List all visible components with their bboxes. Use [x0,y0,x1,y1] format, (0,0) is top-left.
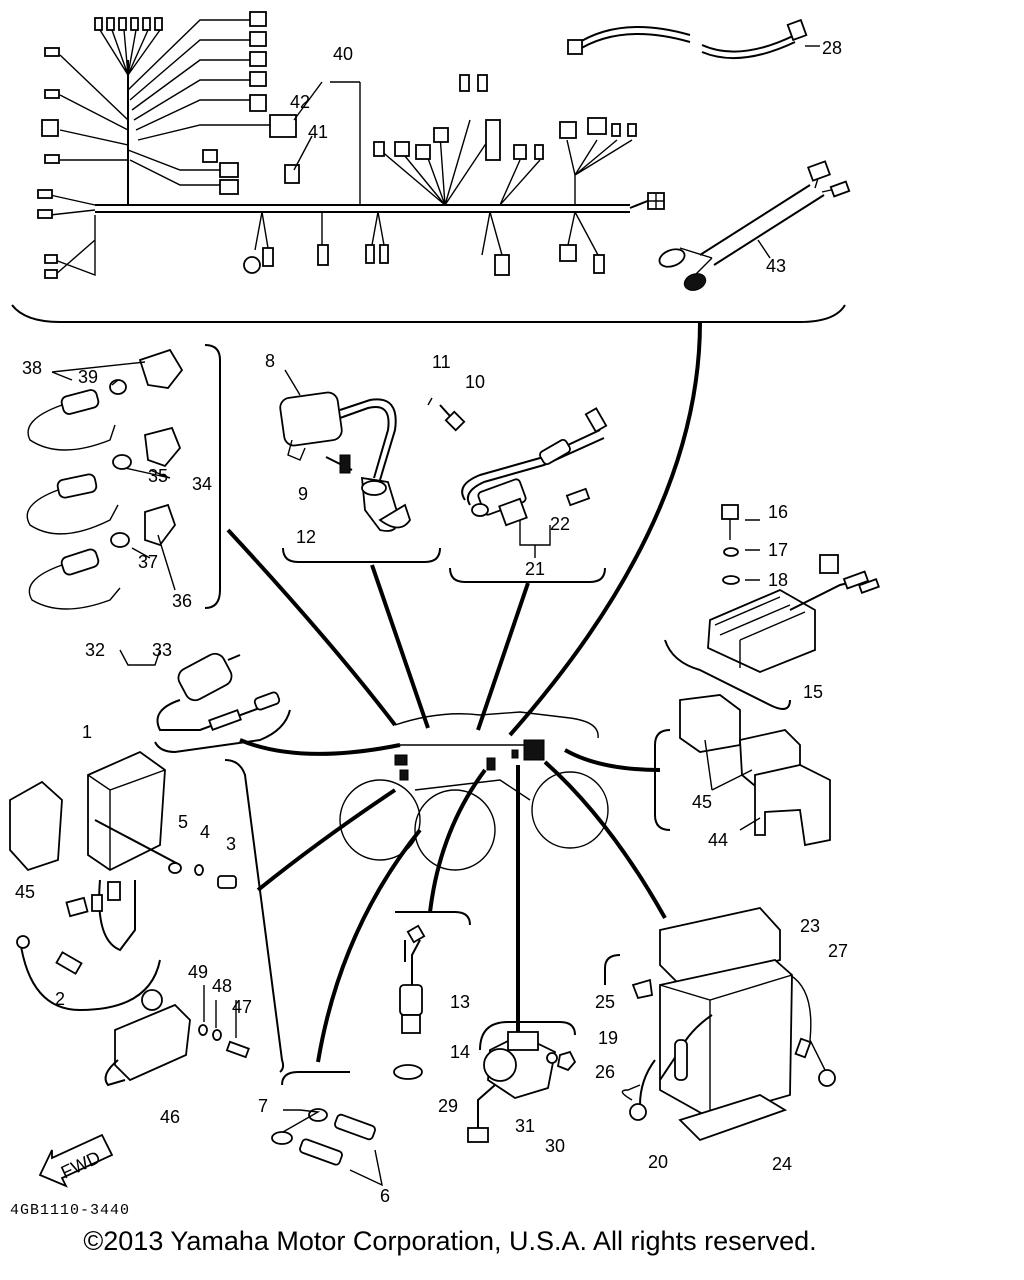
callout-44: 44 [708,830,728,850]
callout-43: 43 [766,256,786,276]
callout-23: 23 [800,916,820,936]
callout-9: 9 [298,484,308,504]
callout-8: 8 [265,351,275,371]
callout-10: 10 [465,372,485,392]
callout-2: 2 [55,989,65,1009]
callout-39: 39 [78,367,98,387]
callout-41: 41 [308,122,328,142]
callout-47: 47 [232,997,252,1017]
leader-lines [226,321,702,1063]
unit-32-33-panel [119,649,291,754]
callout-6: 6 [380,1186,390,1206]
callout-49: 49 [188,962,208,982]
starter-relay-panel [467,1021,577,1143]
callout-33: 33 [152,640,172,660]
callout-36: 36 [172,591,192,611]
callout-17: 17 [768,540,788,560]
harness-connectors-center [373,74,637,161]
callout-45-left: 45 [15,882,35,902]
callout-42: 42 [290,92,310,112]
callout-38: 38 [22,358,42,378]
copyright-notice: ©2013 Yamaha Motor Corporation, U.S.A. A… [83,1226,817,1256]
callout-5: 5 [178,812,188,832]
cable-43 [658,160,851,291]
callout-4: 4 [200,822,210,842]
callout-35: 35 [148,466,168,486]
callout-15: 15 [803,682,823,702]
callout-40: 40 [333,44,353,64]
callout-16: 16 [768,502,788,522]
relay-panel [449,407,608,583]
ignition-coil-panel [279,369,466,563]
callout-46: 46 [160,1107,180,1127]
diagram-code: 4GB1110-3440 [10,1202,130,1219]
sensor-6-7-panel [271,1071,383,1187]
callout-22: 22 [550,514,570,534]
callout-11: 11 [432,352,451,372]
sensor-group-panel [26,344,221,610]
callout-12: 12 [296,527,316,547]
wire-harness-assembly [37,11,665,279]
callout-18: 18 [768,570,788,590]
callout-24: 24 [772,1154,792,1174]
callout-27: 27 [828,941,848,961]
callout-13: 13 [450,992,470,1012]
callout-30: 30 [545,1136,565,1156]
callout-19: 19 [598,1028,618,1048]
cover-group-right [654,694,831,847]
callout-14: 14 [450,1042,470,1062]
callout-20: 20 [648,1152,668,1172]
callout-37: 37 [138,552,158,572]
callout-28: 28 [822,38,842,58]
rectifier-panel [664,504,880,710]
callout-7: 7 [258,1096,268,1116]
battery-panel [604,907,836,1142]
callout-48: 48 [212,976,232,996]
callout-29: 29 [438,1096,458,1116]
callout-32: 32 [85,640,105,660]
cdi-group-panel [9,750,285,1087]
switch-13-14-panel [393,911,471,1080]
harness-connectors-bottom [243,244,605,276]
callout-1: 1 [82,722,92,742]
harness-bracket [11,304,846,323]
callout-31: 31 [515,1116,535,1136]
vehicle-outline [339,711,609,871]
fwd-arrow: FWD [38,1133,114,1188]
callout-3: 3 [226,834,236,854]
callout-labels: 1 2 3 4 5 6 7 8 9 10 11 12 13 14 15 16 1… [15,38,848,1206]
callout-25: 25 [595,992,615,1012]
callout-45-right: 45 [692,792,712,812]
cable-28 [567,18,820,60]
harness-connectors-left [37,11,300,279]
callout-34: 34 [192,474,212,494]
callout-26: 26 [595,1062,615,1082]
callout-21: 21 [525,559,545,579]
